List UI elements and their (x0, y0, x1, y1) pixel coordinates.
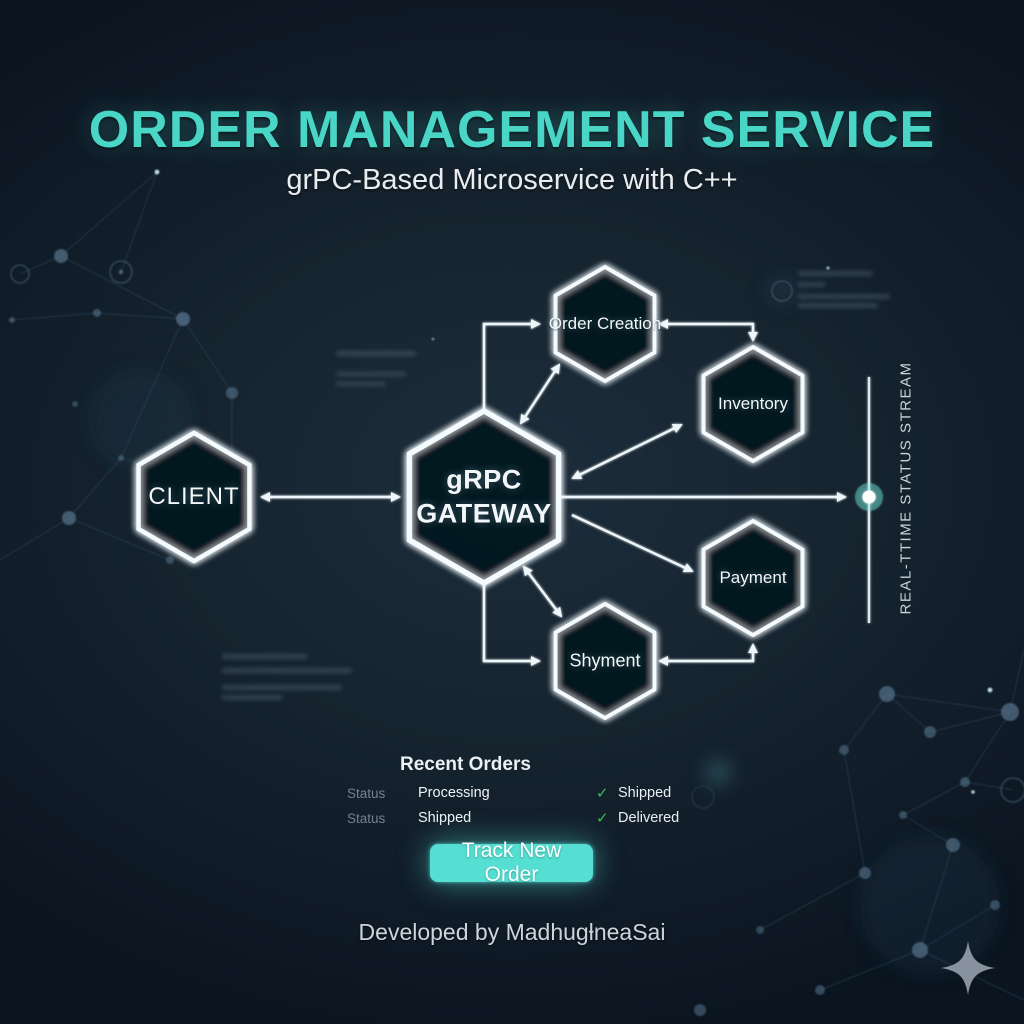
order-row-value: Shipped (418, 810, 472, 826)
flow-arrows (260, 319, 847, 666)
blurred-text-line (222, 685, 342, 690)
blurred-text-line (798, 282, 825, 287)
inventory-node-label: Inventory (718, 394, 788, 413)
sparkle-icon (941, 941, 995, 995)
order-row-status: Shipped (618, 785, 672, 801)
blurred-text-line (336, 382, 386, 386)
page-title: ORDER MANAGEMENT SERVICE (88, 101, 936, 159)
inventory-hexagon (701, 344, 805, 464)
check-icon: ✓ (596, 810, 609, 827)
order-creation-node-label: Order Creation (548, 314, 662, 333)
status-stream-axis (855, 377, 883, 623)
blurred-text-line (222, 654, 307, 659)
check-icon: ✓ (596, 785, 609, 802)
order-creation-hexagon (553, 264, 657, 384)
blurred-text-line (222, 668, 352, 673)
gateway-node-label: gRPC GATEWAY (416, 463, 552, 531)
gateway-label-line2: GATEWAY (416, 498, 552, 528)
order-row-label: Status (347, 811, 386, 826)
payment-node-label: Payment (719, 568, 787, 587)
status-stream-label: REAL-TTIME STATUS STREAM (897, 361, 915, 615)
credit-text: Developed by MadhugƚneaSai (358, 919, 666, 945)
client-hexagon (136, 430, 252, 564)
page-subtitle: grPC-Based Microservice with C++ (286, 164, 738, 196)
blurred-text-line (798, 271, 873, 276)
gateway-label-line1: gRPC (446, 464, 522, 495)
payment-hexagon (701, 518, 805, 638)
order-row-label: Status (347, 786, 386, 801)
gateway-hexagon (406, 407, 562, 587)
shipment-hexagon (553, 601, 657, 721)
recent-orders-title: Recent Orders (400, 754, 531, 775)
blurred-text-line (798, 303, 878, 308)
stream-dot (862, 490, 876, 504)
order-row-value: Processing (418, 785, 490, 801)
blurred-text-line (798, 294, 890, 299)
blurred-text-line (336, 351, 416, 356)
order-row-status: Delivered (618, 810, 680, 826)
client-node-label: CLIENT (148, 483, 240, 510)
blurred-text-line (222, 695, 282, 700)
track-new-order-button[interactable]: Track New Order (430, 839, 593, 886)
shipment-node-label: Shyment (569, 650, 641, 671)
blurred-text-line (336, 372, 406, 376)
